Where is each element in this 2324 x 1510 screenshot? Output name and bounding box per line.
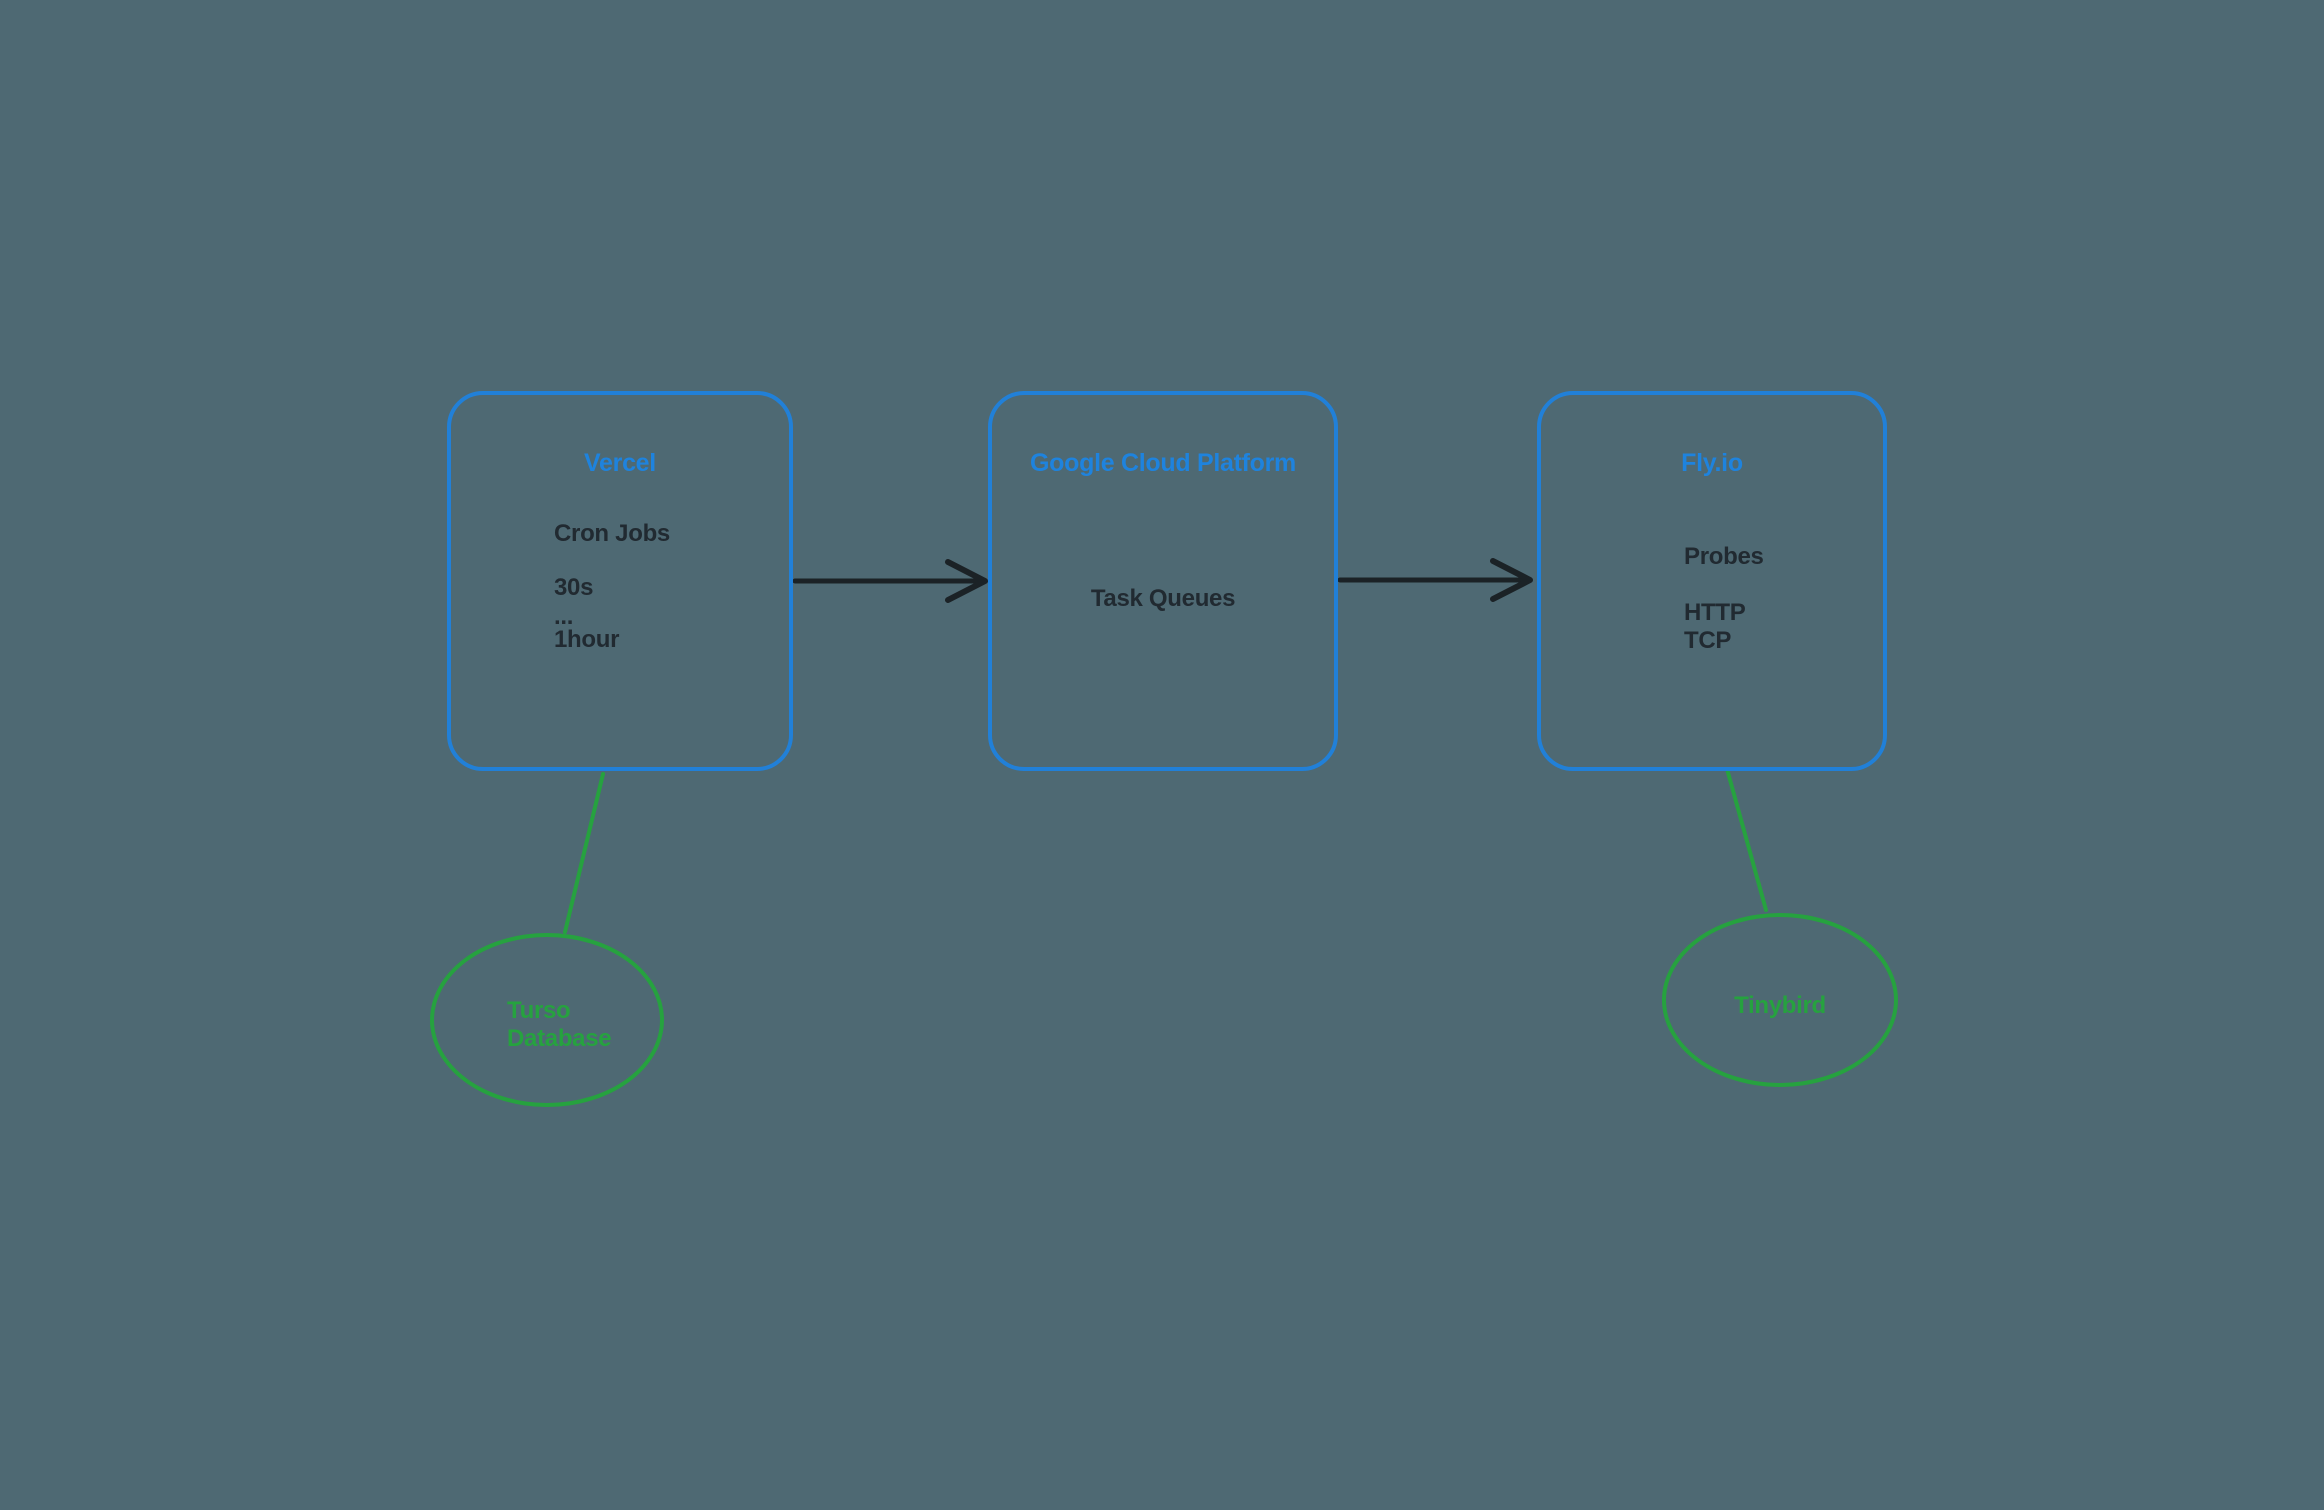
node-flyio-line-http: HTTP [1684, 599, 1746, 626]
node-flyio-title: Fly.io [1681, 449, 1743, 477]
node-vercel-line-1hour: 1hour [554, 626, 620, 653]
node-tinybird[interactable]: Tinybird [1662, 913, 1898, 1087]
node-vercel[interactable]: Vercel Cron Jobs 30s ... 1hour [447, 391, 793, 771]
connector-flyio-to-tinybird[interactable] [1725, 767, 1768, 912]
node-turso-line-database: Database [507, 1025, 612, 1052]
arrow-head-icon [1490, 558, 1533, 602]
arrow-gcp-to-flyio[interactable] [1337, 558, 1533, 602]
node-turso-database[interactable]: Turso Database [430, 933, 664, 1107]
node-flyio[interactable]: Fly.io Probes HTTP TCP [1537, 391, 1887, 771]
node-vercel-line-cron-jobs: Cron Jobs [554, 520, 670, 547]
arrow-head-icon [945, 559, 988, 603]
node-gcp-title: Google Cloud Platform [1030, 449, 1296, 477]
node-tinybird-label: Tinybird [1734, 992, 1826, 1019]
node-gcp-line-task-queues: Task Queues [1090, 585, 1236, 612]
node-vercel-line-ellipsis: ... [554, 603, 574, 630]
node-turso-line-turso: Turso [507, 997, 571, 1024]
node-flyio-line-probes: Probes [1684, 543, 1764, 570]
connector-vercel-to-turso[interactable] [563, 772, 605, 934]
node-flyio-line-tcp: TCP [1684, 627, 1732, 654]
node-vercel-line-30s: 30s [554, 574, 594, 601]
arrow-vercel-to-gcp[interactable] [792, 559, 988, 603]
node-vercel-title: Vercel [584, 449, 656, 477]
node-google-cloud-platform[interactable]: Google Cloud Platform Task Queues [988, 391, 1338, 771]
